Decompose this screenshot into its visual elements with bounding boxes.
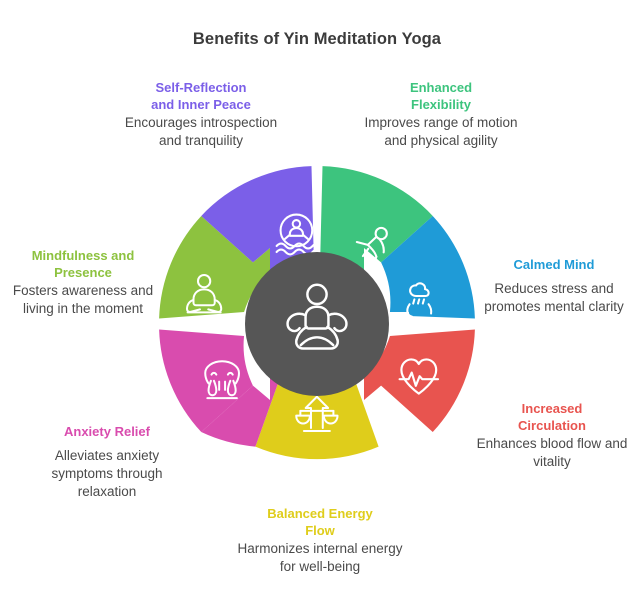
balance-scales-icon <box>295 395 339 432</box>
label-description: Encourages introspection and tranquility <box>124 115 278 149</box>
seated-meditation-icon <box>185 273 223 314</box>
heading-line-2: Flow <box>305 523 335 539</box>
label-description: Enhances blood flow and vitality <box>476 436 628 470</box>
label-mindfulness-and-presence: Mindfulness and Presence Fosters awarene… <box>8 247 158 318</box>
person-reflection-water-icon <box>275 213 318 256</box>
wheel-svg <box>159 166 475 460</box>
label-description: Improves range of motion and physical ag… <box>364 115 518 149</box>
page-title: Benefits of Yin Meditation Yoga <box>192 30 442 48</box>
segment-shape <box>159 215 289 319</box>
segment-self-reflection-inner-peace[interactable] <box>201 166 318 271</box>
heading-line-1: Increased <box>521 401 583 416</box>
label-anxiety-relief: Anxiety Relief Alleviates anxiety sympto… <box>24 423 190 501</box>
segment-shape <box>320 166 433 271</box>
label-heading: Enhanced Flexibility <box>358 79 524 113</box>
head-raincloud-icon <box>406 282 433 326</box>
label-balanced-energy-flow: Balanced Energy Flow Harmonizes internal… <box>237 505 403 576</box>
segment-calmed-mind[interactable] <box>381 215 475 329</box>
heading-line-1: Anxiety Relief <box>64 424 150 439</box>
segment-shape <box>345 329 475 433</box>
stretching-figure-icon <box>355 226 388 268</box>
label-self-reflection-and-inner-peace: Self-Reflection and Inner Peace Encourag… <box>118 79 284 150</box>
anxious-face-icon <box>204 360 240 400</box>
heading-line-2: and Inner Peace <box>151 97 251 113</box>
heart-pulse-icon <box>398 358 440 395</box>
label-description: Fosters awareness and living in the mome… <box>12 283 154 317</box>
benefits-wheel-diagram <box>159 166 475 482</box>
label-heading: Calmed Mind <box>478 256 630 273</box>
label-calmed-mind: Calmed Mind Reduces stress and promotes … <box>478 256 630 316</box>
segment-increased-circulation[interactable] <box>345 329 475 433</box>
label-heading: Anxiety Relief <box>24 423 190 440</box>
heading-line-1: Calmed Mind <box>513 257 595 272</box>
segment-anxiety-relief[interactable] <box>159 329 289 447</box>
segment-enhanced-flexibility[interactable] <box>320 166 433 271</box>
label-heading: Mindfulness and Presence <box>8 247 158 281</box>
heading-line-2: Circulation <box>518 418 586 434</box>
heading-line-1: Balanced Energy <box>267 506 373 521</box>
label-description: Alleviates anxiety symptoms through rela… <box>51 448 163 499</box>
heading-line-2: Presence <box>54 265 112 281</box>
label-enhanced-flexibility: Enhanced Flexibility Improves range of m… <box>358 79 524 150</box>
label-description: Reduces stress and promotes mental clari… <box>484 281 624 314</box>
segment-shape <box>201 377 289 447</box>
heading-line-1: Mindfulness and <box>31 248 135 263</box>
center-hub[interactable] <box>245 252 389 396</box>
segment-shape <box>381 215 475 319</box>
heading-line-1: Self-Reflection <box>155 80 247 95</box>
segment-mindfulness-and-presence[interactable] <box>159 215 289 319</box>
label-heading: Increased Circulation <box>474 400 630 434</box>
heading-line-2: Flexibility <box>411 97 471 113</box>
lotus-meditation-figure-icon <box>286 283 348 350</box>
label-heading: Self-Reflection and Inner Peace <box>118 79 284 113</box>
label-heading: Balanced Energy Flow <box>237 505 403 539</box>
heading-line-1: Enhanced <box>409 80 473 95</box>
label-increased-circulation: Increased Circulation Enhances blood flo… <box>474 400 630 471</box>
label-description: Harmonizes internal energy for well-bein… <box>237 541 403 575</box>
